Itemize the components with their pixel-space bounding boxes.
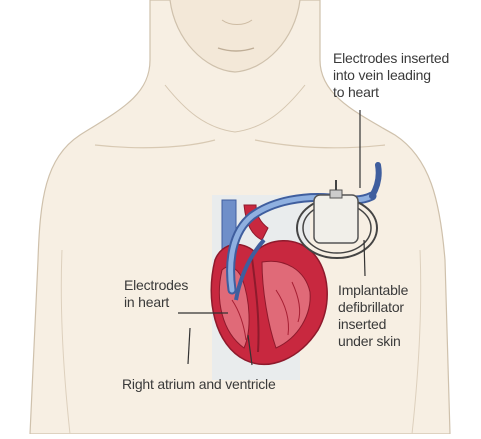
label-defibrillator: Implantable defibrillator inserted under… <box>338 282 408 350</box>
label-atrium-ventricle: Right atrium and ventricle <box>122 376 276 393</box>
label-electrodes-vein: Electrodes inserted into vein leading to… <box>333 50 449 101</box>
label-electrodes-heart: Electrodes in heart <box>124 277 188 311</box>
